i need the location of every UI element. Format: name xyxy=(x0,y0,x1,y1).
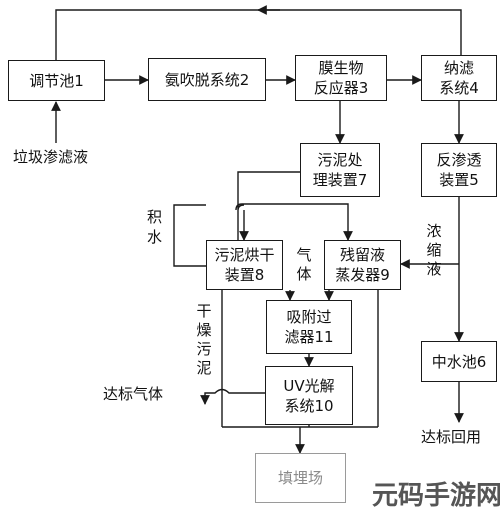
edge-sludge7-branch xyxy=(235,203,353,241)
node-evap9-line2: 蒸发器9 xyxy=(335,266,390,284)
label-concentrate: 浓缩液 xyxy=(426,222,442,278)
label-water-line1: 积 xyxy=(147,208,163,226)
node-membrane3-line1: 膜生物 xyxy=(318,59,364,77)
node-evap9: 残留液 蒸发器9 xyxy=(324,240,401,290)
node-pool6-label: 中水池6 xyxy=(431,352,487,371)
node-pool6: 中水池6 xyxy=(421,341,497,382)
label-dried-sludge: 干燥污泥 xyxy=(196,302,212,377)
node-membrane3-line2: 反应器3 xyxy=(313,79,369,97)
label-water-line2: 水 xyxy=(147,228,163,246)
node-nano4-line1: 纳滤 xyxy=(443,59,474,77)
edge-recycle-loop xyxy=(55,9,462,60)
label-leachate: 垃圾渗滤液 xyxy=(13,148,89,166)
node-landfill: 填埋场 xyxy=(255,453,346,503)
label-gas-out: 达标气体 xyxy=(103,385,164,403)
node-sludge7-line2: 理装置7 xyxy=(312,171,368,189)
node-tank1-label: 调节池1 xyxy=(29,71,84,90)
node-dryer8: 污泥烘干 装置8 xyxy=(206,240,283,290)
node-nano4: 纳滤 系统4 xyxy=(421,55,497,101)
node-tank1: 调节池1 xyxy=(8,60,105,101)
node-evap9-line1: 残留液 xyxy=(339,246,385,264)
edge-uv10-gasout xyxy=(200,388,265,405)
node-sludge7: 污泥处 理装置7 xyxy=(300,143,380,197)
watermark-text: 元码手游网 xyxy=(372,481,500,511)
node-filter11: 吸附过 滤器11 xyxy=(266,300,352,354)
node-filter11-line2: 滤器11 xyxy=(284,328,334,346)
node-ammonia2: 氨吹脱系统2 xyxy=(148,58,266,101)
node-landfill-label: 填埋场 xyxy=(277,469,323,487)
node-uv10-line2: 系统10 xyxy=(284,396,334,415)
node-dryer8-line1: 污泥烘干 xyxy=(214,246,275,264)
node-ammonia2-label: 氨吹脱系统2 xyxy=(164,70,250,89)
node-uv10-line1: UV光解 xyxy=(283,376,335,395)
label-reuse-out: 达标回用 xyxy=(421,428,482,446)
label-gas: 气体 xyxy=(296,246,312,283)
node-ro5-line1: 反渗透 xyxy=(436,151,482,169)
node-membrane3: 膜生物 反应器3 xyxy=(295,55,387,101)
node-ro5: 反渗透 装置5 xyxy=(421,143,497,197)
node-nano4-line2: 系统4 xyxy=(439,79,479,97)
node-ro5-line2: 装置5 xyxy=(439,171,479,189)
node-dryer8-line2: 装置8 xyxy=(224,266,265,284)
node-uv10: UV光解 系统10 xyxy=(265,366,353,425)
node-sludge7-line1: 污泥处 xyxy=(317,151,363,169)
node-filter11-line1: 吸附过 xyxy=(286,308,332,326)
